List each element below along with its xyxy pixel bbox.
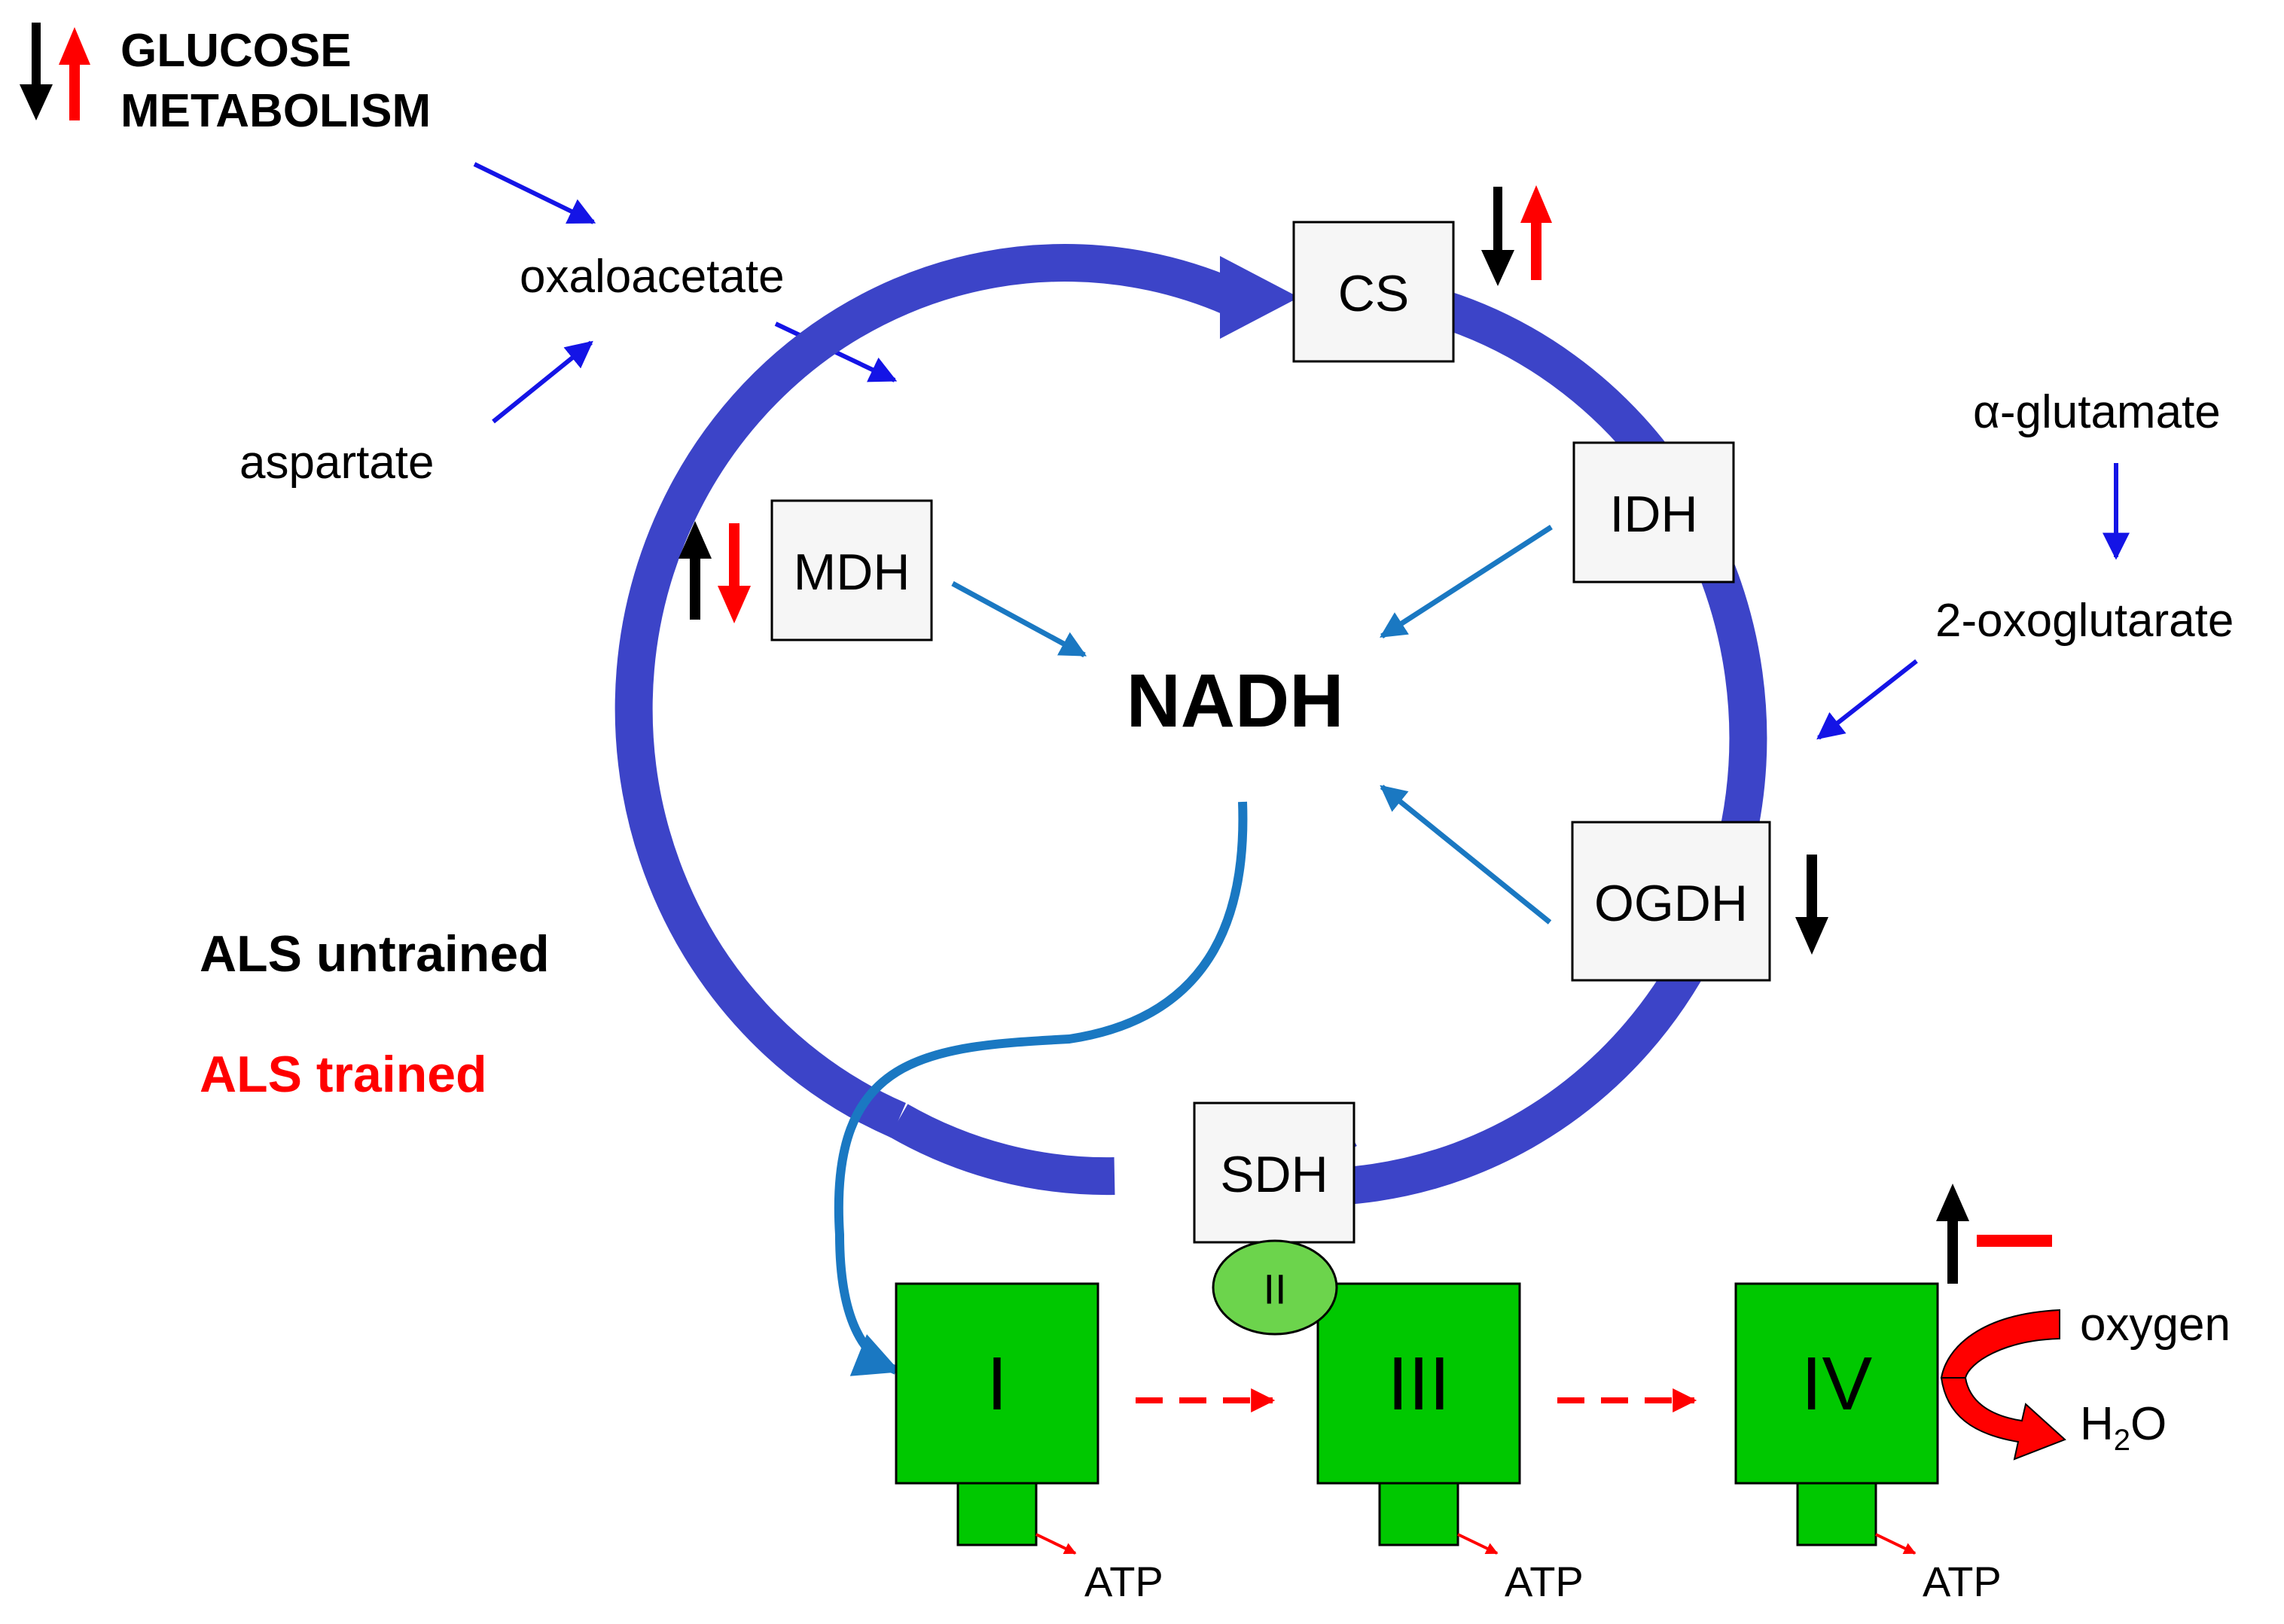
- cs-trend-arrows: [1481, 185, 1552, 286]
- complex4-no-change-dash-icon: [1977, 1235, 2052, 1247]
- glutamate-label: α-glutamate: [1973, 386, 2221, 438]
- enzyme-mdh-label: MDH: [794, 544, 910, 601]
- enzyme-idh-label: IDH: [1609, 486, 1697, 543]
- water-h: H: [2080, 1398, 2114, 1450]
- up-arrow-icon-trained: [1520, 185, 1552, 280]
- ogdh-to-nadh-arrow: [1380, 785, 1552, 925]
- enzyme-sdh-label: SDH: [1220, 1146, 1328, 1203]
- mdh-to-nadh-arrow: [951, 580, 1087, 658]
- atp-arrow-1: [1035, 1533, 1077, 1555]
- complex-2: II: [1212, 1239, 1338, 1336]
- water-subscript: 2: [2114, 1424, 2130, 1457]
- idh-to-nadh-arrow: [1380, 525, 1553, 638]
- nadh-label: NADH: [1127, 659, 1344, 743]
- oxygen-label: oxygen: [2080, 1299, 2231, 1351]
- atp-label-2: ATP: [1505, 1558, 1584, 1605]
- enzyme-mdh: MDH: [770, 499, 933, 641]
- enzyme-cs-label: CS: [1338, 265, 1409, 322]
- complex-1: I: [895, 1282, 1099, 1546]
- glucose-metabolism-title-line2: METABOLISM: [120, 85, 431, 137]
- down-arrow-icon-trained: [718, 523, 751, 623]
- atp-label-3: ATP: [1923, 1558, 2002, 1605]
- mdh-trend-arrows: [678, 521, 751, 623]
- complex-3-label: III: [1387, 1342, 1450, 1426]
- glucose-trend-arrows: [20, 23, 90, 120]
- enzyme-ogdh-label: OGDH: [1594, 875, 1748, 932]
- enzyme-idh: IDH: [1572, 441, 1735, 583]
- oxygen-to-water-arrow: [1940, 1309, 2066, 1461]
- enzyme-sdh: SDH: [1193, 1101, 1355, 1244]
- oxoglutarate-label: 2-oxoglutarate: [1935, 595, 2234, 647]
- complex4-up-arrow-icon: [1936, 1184, 1969, 1284]
- nadh-to-complex1-arrow: [834, 801, 1248, 1376]
- glucose-to-oxaloacetate-arrow: [473, 162, 596, 224]
- down-arrow-icon-untrained: [1481, 187, 1514, 286]
- atp-label-1: ATP: [1084, 1558, 1163, 1605]
- legend-als-untrained: ALS untrained: [200, 925, 550, 983]
- oxoglutarate-to-cycle-arrow: [1816, 659, 1918, 740]
- complex-1-label: I: [986, 1342, 1008, 1426]
- ogdh-down-arrow-icon: [1795, 855, 1828, 955]
- aspartate-to-oxaloacetate-arrow: [492, 340, 593, 424]
- legend-als-trained: ALS trained: [200, 1046, 487, 1103]
- water-o: O: [2130, 1398, 2167, 1450]
- glucose-metabolism-title-line1: GLUCOSE: [120, 25, 352, 77]
- water-label: H2O: [2080, 1398, 2167, 1457]
- up-arrow-icon-untrained: [678, 521, 712, 620]
- enzyme-cs: CS: [1292, 221, 1455, 363]
- down-arrow-icon-untrained: [20, 23, 53, 120]
- complex-4-label: IV: [1801, 1342, 1873, 1426]
- enzyme-ogdh: OGDH: [1571, 821, 1771, 982]
- complex-4: IV: [1734, 1282, 1939, 1546]
- up-arrow-icon-trained: [59, 27, 90, 120]
- complex-3: III: [1316, 1282, 1521, 1546]
- oxaloacetate-label: oxaloacetate: [520, 251, 785, 303]
- atp-arrow-2: [1457, 1533, 1499, 1555]
- complex-2-label: II: [1263, 1266, 1286, 1313]
- aspartate-label: aspartate: [239, 437, 435, 489]
- atp-arrow-3: [1875, 1533, 1917, 1555]
- cycle-direction-arrowhead: [1220, 256, 1299, 339]
